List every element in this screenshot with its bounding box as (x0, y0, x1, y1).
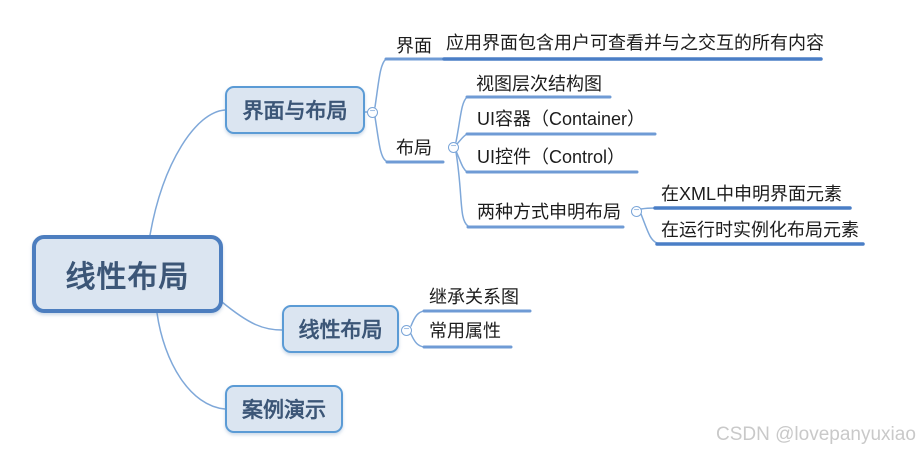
branch-curve-to-common-attributes (410, 333, 425, 348)
branch-curve-to-ui-control (455, 150, 468, 173)
branch-curve-to-interface (374, 58, 387, 108)
branch-curve-to-view-hierarchy (455, 96, 468, 143)
topic-view-hierarchy[interactable]: 视图层次结构图 (476, 74, 602, 94)
collapse-toggle-linear-layout[interactable]: − (401, 325, 412, 336)
topic-ui-control[interactable]: UI控件（Control） (477, 147, 626, 167)
topic-layout[interactable]: 布局 (396, 138, 432, 158)
branch-curve-root-to-case-demo (156, 312, 226, 410)
csdn-watermark: CSDN @lovepanyuxiao (716, 424, 916, 445)
node-ui-and-layout-label: 界面与布局 (242, 100, 348, 123)
collapse-toggle-ui-and-layout[interactable]: − (367, 107, 378, 118)
branch-curve-to-inheritance-diagram (410, 310, 425, 327)
branch-curve-root-to-ui-layout (149, 109, 226, 236)
topic-declare-xml[interactable]: 在XML中申明界面元素 (661, 184, 843, 204)
node-case-demo-label: 案例演示 (242, 399, 326, 422)
branch-curve-to-declare-two-ways (455, 151, 469, 227)
branch-curve-to-instantiate-runtime (640, 213, 658, 244)
topic-common-attributes[interactable]: 常用属性 (429, 321, 501, 341)
branch-curve-to-declare-xml (640, 207, 656, 210)
node-case-demo[interactable]: 案例演示 (225, 385, 343, 433)
topic-instantiate-runtime[interactable]: 在运行时实例化布局元素 (661, 220, 859, 240)
topic-inheritance-diagram[interactable]: 继承关系图 (429, 287, 519, 307)
collapse-toggle-declare-two-ways[interactable]: − (631, 206, 642, 217)
topic-interface[interactable]: 界面 (396, 36, 432, 56)
root-node-linear-layout[interactable]: 线性布局 (32, 235, 223, 313)
branch-curve-to-layout (374, 116, 387, 162)
node-linear-layout-label: 线性布局 (298, 319, 383, 342)
collapse-toggle-layout[interactable]: − (448, 142, 459, 153)
root-node-label: 线性布局 (65, 261, 190, 294)
topic-interface-desc[interactable]: 应用界面包含用户可查看并与之交互的所有内容 (446, 33, 824, 53)
topic-declare-two-ways[interactable]: 两种方式申明布局 (477, 202, 621, 222)
node-ui-and-layout[interactable]: 界面与布局 (225, 86, 365, 134)
topic-ui-container[interactable]: UI容器（Container） (477, 109, 646, 129)
node-linear-layout[interactable]: 线性布局 (282, 305, 399, 353)
branch-curve-root-to-linear-layout (221, 301, 283, 331)
